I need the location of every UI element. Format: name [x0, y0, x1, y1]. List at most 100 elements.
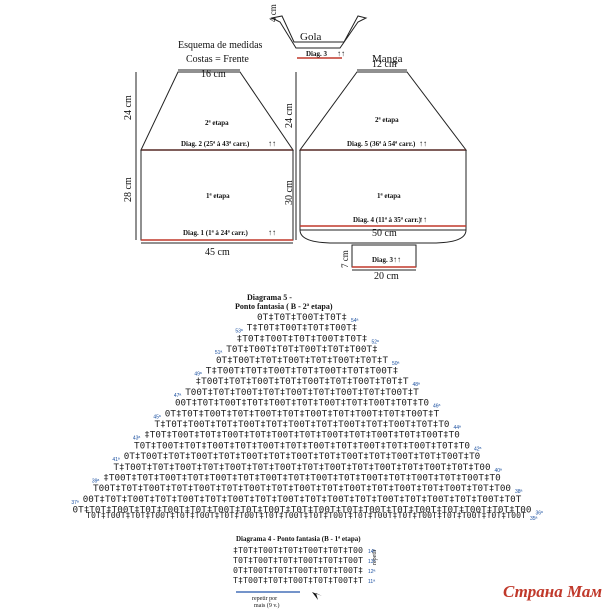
stitch-row: 00T‡T0T‡T00T‡T0T‡T00T‡T0T‡T00T‡T0T‡T00T‡… — [83, 495, 522, 505]
stitch-row: 0T‡T0T‡T00T‡T0T‡T00T‡T0T‡T00T‡T0T‡T00T‡T… — [73, 506, 532, 516]
body-top-width: 16 cm — [201, 69, 226, 80]
diagram5-title-1: Diagrama 5 - — [247, 293, 292, 302]
body-bottom-width: 45 cm — [205, 247, 230, 258]
sleeve-diag-lower: Diag. 4 (11ª à 35ª carr.) — [353, 216, 422, 224]
row-label-right: 38ª — [515, 489, 523, 495]
body-upper-height: 24 cm — [123, 95, 134, 120]
row-label-left: 43ª — [133, 436, 141, 442]
collar-schema: Gola Diag. 3 ↑↑ 4 cm — [268, 4, 368, 59]
row-label-left: 51ª — [215, 350, 223, 356]
sleeve-cuff-height: 7 cm — [340, 250, 350, 268]
sleeve-upper-height: 24 cm — [284, 103, 295, 128]
stitch-row: T‡T00T‡T0T‡T00T‡T0T‡T00T‡T — [233, 576, 363, 585]
diagram4-row-label: 11ª — [368, 579, 375, 585]
stitch-row: ‡T00T‡T0T‡T00T‡T0T‡T00T‡T0T‡T00T‡T0T‡T00… — [103, 474, 501, 484]
body-diag-upper-arrows: ↑↑ — [268, 139, 276, 148]
body-lower-stage: 1ª etapa — [206, 192, 230, 200]
stitch-row: T0T‡T00T‡T0T‡T00T‡T0T‡T00T‡T0T‡T00T‡T0T‡… — [134, 441, 470, 451]
stitch-row: T‡T00T‡T0T‡T00T‡T0T‡T00T‡T0T‡T00T‡ — [206, 367, 399, 377]
sleeve-diag-lower-arrows: ↑↑ — [419, 215, 427, 224]
diagram-4: Diagrama 4 - Ponto fantasia (B - 1ª etap… — [233, 535, 378, 609]
sleeve-lower-stage: 1ª etapa — [377, 192, 401, 200]
body-upper-stage: 2ª etapa — [205, 119, 229, 127]
collar-arrows: ↑↑ — [337, 49, 345, 58]
stitch-row: 0T‡T0T‡T00T‡T0T‡T00T‡T0T‡T00T‡T0T‡T00T‡T… — [165, 409, 440, 419]
diagram4-start-arrow — [312, 592, 322, 600]
stitch-row: T‡T00T‡T0T‡T00T‡T0T‡T00T‡T0T‡T00T‡T0T‡T0… — [114, 463, 491, 473]
body-diag-lower: Diag. 1 (1ª à 24ª carr.) — [183, 229, 248, 237]
sleeve-diag-cuff: Diag. 3 — [372, 256, 394, 264]
row-label-right: 44ª — [454, 425, 462, 431]
stitch-row: ‡T0T‡T00T‡T0T‡T00T‡T0T‡T00T‡T0T‡T00T‡T0T… — [144, 431, 460, 441]
row-label-left: 53ª — [235, 329, 243, 335]
row-label-right: 52ª — [372, 339, 380, 345]
stitch-row: 0T‡T00T‡T0T‡T00T‡T0T‡T00T‡T0T‡T00T‡T0T‡T… — [124, 452, 481, 462]
row-label-left: 41ª — [112, 457, 120, 463]
stitch-row: ‡T00T‡T0T‡T00T‡T0T‡T00T‡T0T‡T00T‡T0T‡T — [196, 377, 410, 387]
sleeve-top-width: 12 cm — [372, 59, 397, 70]
sleeve-diag-upper: Diag. 5 (36ª à 54ª carr.) — [347, 140, 416, 148]
stitch-row: ‡T0T‡T00T‡T0T‡T00T‡T0T‡T00 — [233, 546, 363, 555]
stitch-row: ‡T0T‡T00T‡T0T‡T00T‡T0T‡ — [237, 334, 368, 344]
site-watermark: Страна Мам — [503, 582, 602, 601]
diagram4-row-label: 12ª — [368, 569, 376, 575]
collar-height-label: 4 cm — [268, 4, 278, 22]
row-label-right: 50ª — [392, 361, 400, 367]
stitch-row: T00T‡T0T‡T00T‡T0T‡T00T‡T0T‡T00T‡T0T‡T00T… — [185, 388, 419, 398]
row-label-right: 54ª — [351, 318, 359, 324]
sleeve-upper-part — [299, 71, 468, 151]
sleeve-lower-height: 30 cm — [284, 180, 295, 205]
sleeve-diag-cuff-arrows: ↑↑ — [393, 255, 401, 264]
diagram5-title-2: Ponto fantasia ( B - 2ª etapa) — [235, 302, 333, 311]
stitch-row: 00T‡T0T‡T00T‡T0T‡T00T‡T0T‡T00T‡T0T‡T00T‡… — [175, 399, 429, 409]
row-label-left: 45ª — [153, 414, 161, 420]
sleeve-cuff-width: 20 cm — [374, 271, 399, 282]
stitch-row: 0T‡T00T‡T0T‡T00T‡T0T‡T00T‡T0T‡T — [216, 356, 389, 366]
row-label-left: 47ª — [174, 393, 182, 399]
body-diag-lower-arrows: ↑↑ — [268, 228, 276, 237]
body-lower-height: 28 cm — [123, 177, 134, 202]
collar-diag-label: Diag. 3 — [306, 50, 328, 58]
diagram4-row-label: 13ª — [368, 559, 376, 565]
sleeve-title: Manga — [372, 53, 403, 65]
row-label-right: 40ª — [495, 468, 503, 474]
row-label-start: 35ª — [530, 516, 538, 522]
sleeve-schema: Manga 12 cm 2ª etapa Diag. 5 (36ª à 54ª … — [284, 53, 468, 282]
row-label-right: 48ª — [413, 382, 421, 388]
diagram4-side-note: repetir — [372, 549, 378, 565]
row-label-right: 42ª — [474, 446, 482, 452]
body-diag-upper: Diag. 2 (25ª à 43ª carr.) — [181, 140, 250, 148]
body-title-2: Costas = Frente — [186, 54, 249, 65]
stitch-row: 0T‡T0T‡T00T‡T0T‡ — [257, 313, 347, 323]
sleeve-upper-stage: 2ª etapa — [375, 116, 399, 124]
diagram4-row-label: 14ª — [368, 549, 376, 555]
diagram4-title: Diagrama 4 - Ponto fantasia (B - 1ª etap… — [236, 535, 361, 543]
collar-shape — [270, 15, 368, 49]
stitch-row: T0T‡T00T‡T0T‡T00T‡T0T‡T00T — [233, 556, 363, 565]
diagram5-row-labels: 53ª 51ª 49ª 47ª 45ª 43ª 41ª 39ª 37ª 54ª 52ª 50ª 48ª 4… — [71, 318, 543, 522]
diagram5-stitch-rows: 0T‡T0T‡T00T‡T0T‡T‡T0T‡T00T‡T0T‡T00T‡‡T0T… — [73, 313, 532, 520]
body-title-1: Esquema de medidas — [178, 40, 263, 51]
diagram4-row-labels: 14ª 13ª 12ª 11ª — [368, 549, 376, 585]
sleeve-diag-upper-arrows: ↑↑ — [419, 139, 427, 148]
body-schema: Esquema de medidas Costas = Frente 16 cm… — [123, 40, 294, 258]
stitch-row: T00T‡T0T‡T00T‡T0T‡T00T‡T0T‡T00T‡T0T‡T00T… — [93, 484, 511, 494]
diagram-5: Diagrama 5 - Ponto fantasia ( B - 2ª eta… — [71, 293, 543, 522]
row-label-right: 46ª — [433, 404, 441, 410]
stitch-row: T0T‡T00T‡T0T‡T00T‡T0T‡T00T‡ — [226, 345, 378, 355]
sleeve-lower-part — [299, 149, 467, 244]
sleeve-mid-width: 50 cm — [372, 228, 397, 239]
row-label-left: 49ª — [194, 372, 202, 378]
diagram4-repeat-2: mais (9 v.) — [254, 602, 279, 609]
stitch-row: T0T‡T00T‡T0T‡T00T‡T0T‡T00T‡T0T‡T00T‡T0T‡… — [86, 511, 526, 520]
diagram4-stitch-rows: ‡T0T‡T00T‡T0T‡T00T‡T0T‡T00T0T‡T00T‡T0T‡T… — [233, 546, 363, 585]
stitch-row: 0T‡T00T‡T0T‡T00T‡T0T‡T00T‡ — [233, 566, 363, 575]
row-label-left: 39ª — [92, 479, 100, 485]
row-label-left: 37ª — [71, 500, 79, 506]
collar-title: Gola — [300, 31, 322, 43]
stitch-row: T‡T0T‡T00T‡T0T‡T00T‡ — [247, 324, 358, 334]
row-label-right: 36ª — [536, 511, 544, 517]
stitch-row: T‡T0T‡T00T‡T0T‡T00T‡T0T‡T00T‡T0T‡T00T‡T0… — [155, 420, 450, 430]
diagram4-repeat-1: repetir por — [252, 596, 277, 602]
